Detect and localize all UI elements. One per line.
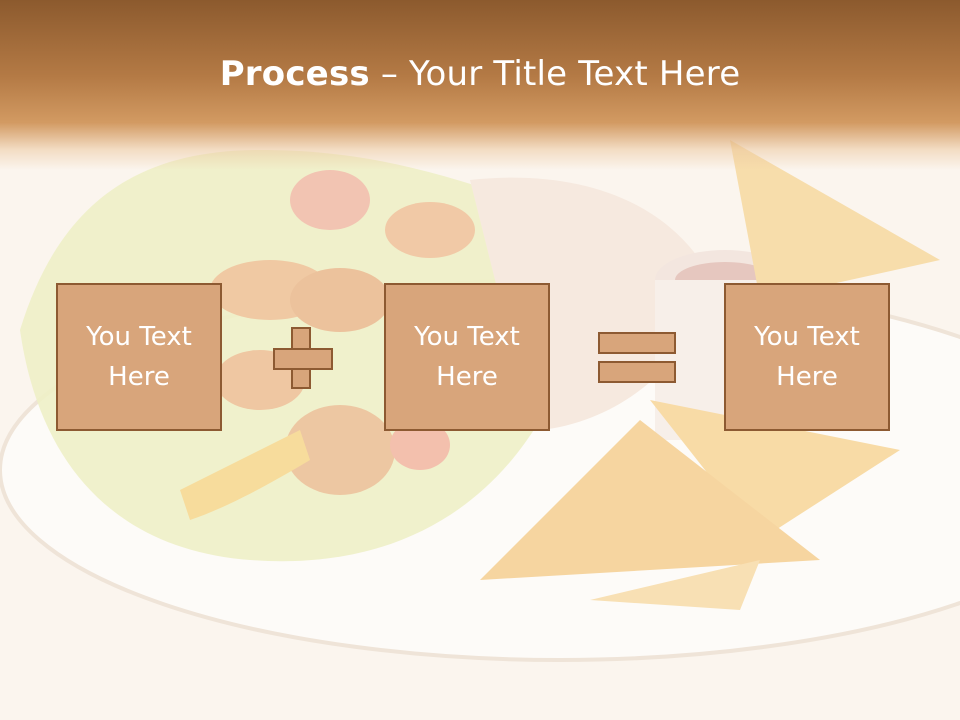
step-3-text: You Text Here — [754, 322, 860, 392]
process-step-1: You Text Here — [56, 283, 222, 431]
title-band — [0, 0, 960, 170]
process-step-3: You Text Here — [724, 283, 890, 431]
process-step-2: You Text Here — [384, 283, 550, 431]
title-bold: Process — [219, 54, 370, 94]
step-2-text: You Text Here — [414, 322, 520, 392]
title-rest: – Your Title Text Here — [369, 54, 741, 94]
step-1-text: You Text Here — [86, 322, 192, 392]
slide-title: Process – Your Title Text Here — [0, 52, 960, 96]
